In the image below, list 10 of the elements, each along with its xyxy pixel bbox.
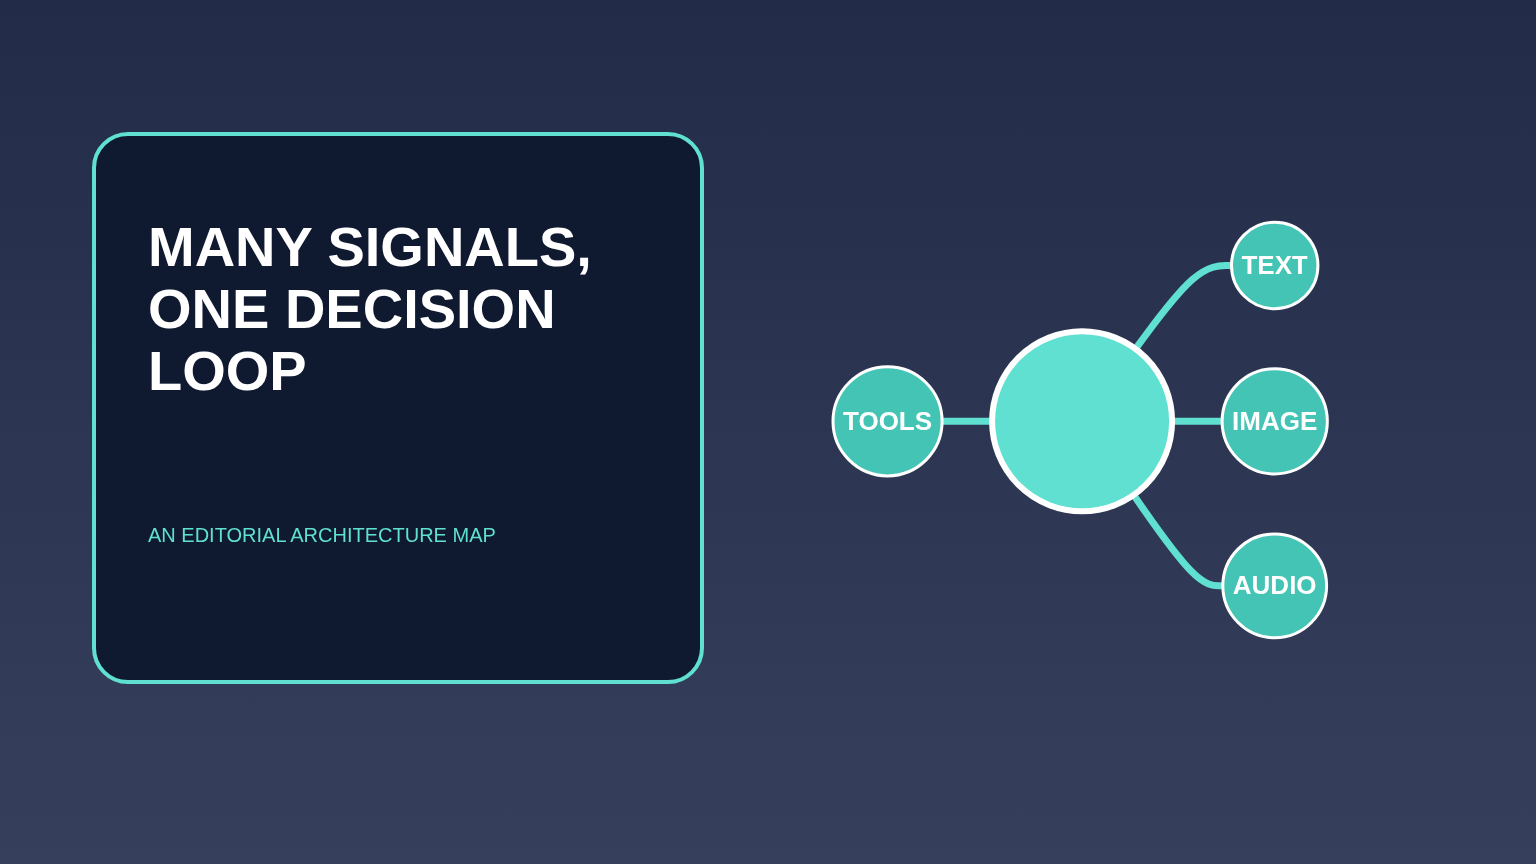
node-circle: IMAGE [1220, 367, 1329, 476]
node-circle [988, 328, 1175, 515]
connector [941, 417, 992, 425]
node-circle: AUDIO [1221, 532, 1328, 640]
node-circle: TEXT [1229, 220, 1320, 311]
caption: AN EDITORIAL ARCHITECTURE MAP [148, 524, 496, 547]
node-circle: TOOLS [831, 365, 944, 478]
title: MANY SIGNALS, ONE DECISION LOOP [148, 216, 593, 402]
connector [1130, 493, 1223, 590]
connector [1132, 262, 1232, 351]
